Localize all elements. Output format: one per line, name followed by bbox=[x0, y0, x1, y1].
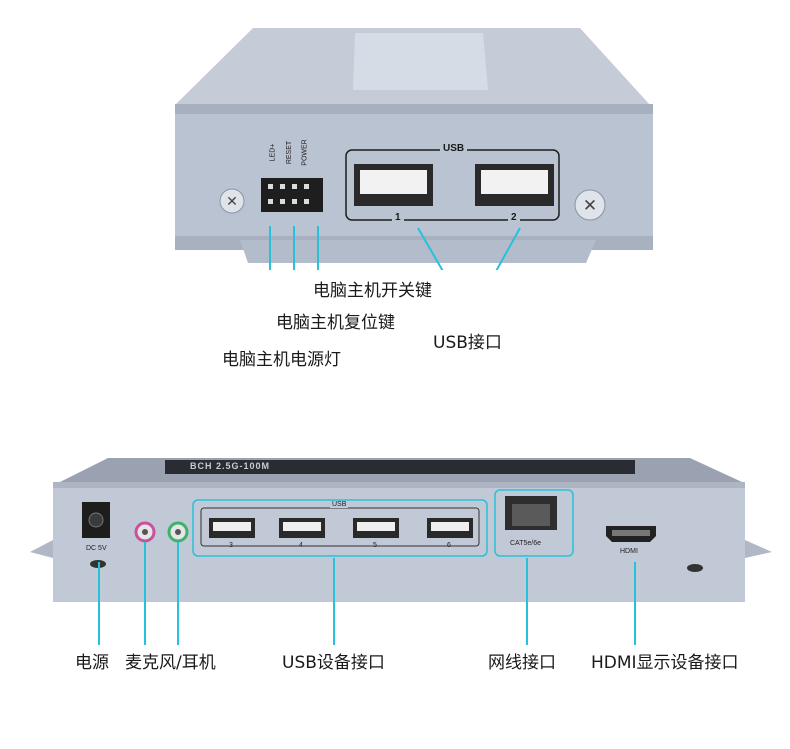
lan-label: CAT5e/6e bbox=[510, 540, 541, 547]
usb-number-6: 6 bbox=[447, 542, 451, 549]
hdmi-label: HDMI bbox=[620, 548, 638, 555]
power-label: POWER bbox=[301, 139, 309, 166]
dc-label: DC 5V bbox=[86, 545, 107, 552]
header-pin-labels: LED+ RESET POWER bbox=[269, 133, 322, 173]
led-label: LED+ bbox=[269, 143, 277, 162]
bottom-strip-text: BCH 2.5G-100M bbox=[190, 461, 271, 471]
bottom-usb-group-label: USB bbox=[330, 501, 349, 508]
usb-number-3: 3 bbox=[229, 542, 233, 549]
top-usb-port-number-1: 1 bbox=[392, 212, 404, 223]
callout-power-led: 电脑主机电源灯 bbox=[222, 350, 341, 370]
callout-power-switch: 电脑主机开关键 bbox=[313, 281, 432, 301]
svg-text:✕: ✕ bbox=[226, 194, 238, 210]
usb-number-4: 4 bbox=[299, 542, 303, 549]
callout-hdmi-display: HDMI显示设备接口 bbox=[591, 653, 739, 673]
top-usb-port-number-2: 2 bbox=[508, 212, 520, 223]
callout-network: 网线接口 bbox=[488, 653, 556, 673]
usb-number-5: 5 bbox=[373, 542, 377, 549]
reset-label: RESET bbox=[286, 140, 294, 165]
callout-reset: 电脑主机复位键 bbox=[276, 313, 395, 333]
callout-audio: 麦克风/耳机 bbox=[125, 653, 216, 673]
top-usb-group-label: USB bbox=[440, 143, 468, 154]
svg-text:✕: ✕ bbox=[583, 196, 597, 216]
top-device-image: ✕ ✕ bbox=[0, 0, 790, 270]
bottom-device-image bbox=[0, 440, 790, 650]
callout-power: 电源 bbox=[75, 653, 109, 673]
callout-usb-devices: USB设备接口 bbox=[282, 653, 385, 673]
callout-usb: USB接口 bbox=[433, 333, 502, 353]
